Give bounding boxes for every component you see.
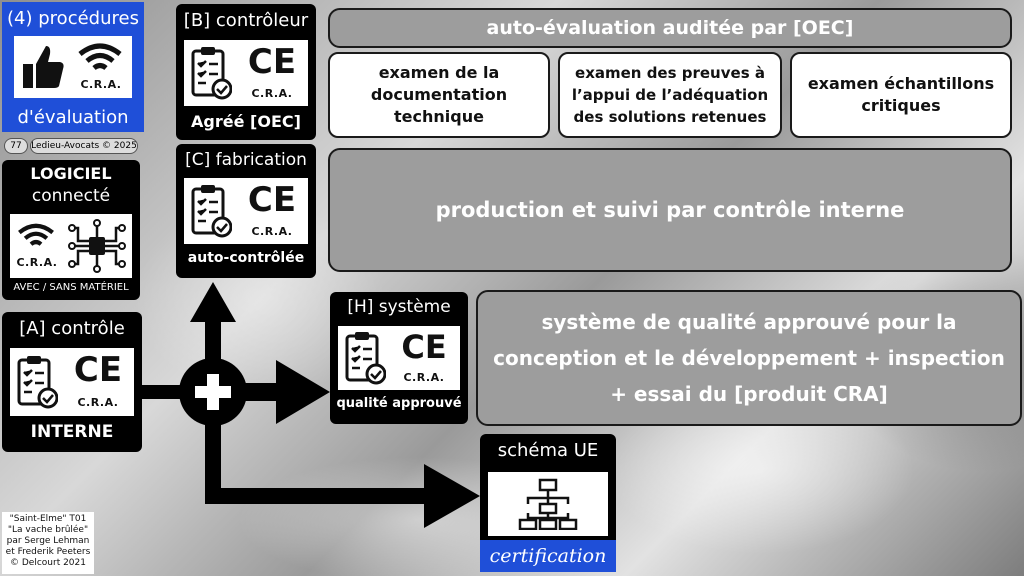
ce-mark: CE	[401, 328, 447, 366]
module-c-card: [C] fabrication CE C.R.A. auto-contrôlée	[176, 144, 316, 278]
copyright-badge: Ledieu-Avocats © 2025	[30, 138, 138, 154]
module-h-icons: CE C.R.A.	[338, 326, 460, 390]
checklist-clipboard-icon	[191, 185, 232, 238]
module-h-title: [H] système	[347, 297, 451, 317]
module-a-footer: INTERNE	[30, 422, 114, 442]
module-c-icons: CE C.R.A.	[184, 178, 308, 244]
checklist-clipboard-icon	[17, 356, 58, 409]
schema-ue-icon-area	[488, 472, 608, 536]
module-a-icons: CE C.R.A.	[10, 348, 134, 416]
auto-evaluation-box: auto-évaluation auditée par [OEC]	[328, 8, 1012, 48]
module-b-icons: CE C.R.A.	[184, 40, 308, 106]
checklist-clipboard-icon	[191, 47, 232, 100]
schema-ue-footer: certification	[480, 540, 616, 572]
module-c-title: [C] fabrication	[185, 150, 307, 170]
arrow-right-to-h	[240, 360, 330, 424]
logiciel-icons: C.R.A.	[10, 214, 132, 278]
logiciel-subtitle: connecté	[31, 186, 111, 206]
module-h-card: [H] système CE C.R.A. qualité approuvé	[330, 292, 468, 424]
module-b-title: [B] contrôleur	[183, 10, 309, 31]
arrow-down-to-schema	[205, 420, 480, 528]
ce-mark: CE	[73, 350, 123, 390]
wifi-icon	[18, 223, 54, 246]
cra-label: C.R.A.	[16, 256, 58, 269]
plus-icon	[195, 374, 231, 410]
cra-label: C.R.A.	[77, 396, 119, 409]
module-b-card: [B] contrôleur CE C.R.A. Agréé [OEC]	[176, 4, 316, 140]
org-chart-icon	[518, 478, 578, 530]
procedures-panel: (4) procédures C.R.A. d'évaluation	[2, 2, 144, 132]
exam-preuves-box: examen des preuves à l’appui de l’adéqua…	[558, 52, 782, 138]
copyright-text: Ledieu-Avocats © 2025	[31, 141, 137, 151]
logiciel-panel: LOGICIEL connecté C.R.A. AVEC / SANS MAT…	[2, 160, 140, 300]
illustration-credit: "Saint-Elme" T01 "La vache brûlée" par S…	[2, 512, 94, 574]
schema-ue-title: schéma UE	[497, 440, 599, 461]
wifi-icon	[78, 43, 122, 71]
exam-echantillons-box: examen échantillons critiques	[790, 52, 1012, 138]
module-a-card: [A] contrôle CE C.R.A. INTERNE	[2, 312, 142, 452]
production-box: production et suivi par contrôle interne	[328, 148, 1012, 272]
module-a-title: [A] contrôle	[19, 318, 125, 339]
module-h-footer: qualité approuvé	[336, 396, 462, 411]
cra-label: C.R.A.	[251, 225, 293, 238]
logiciel-title: LOGICIEL	[30, 164, 112, 183]
logiciel-footer: AVEC / SANS MATÉRIEL	[13, 282, 129, 293]
procedures-subtitle: d'évaluation	[17, 106, 129, 128]
module-c-footer: auto-contrôlée	[187, 250, 305, 266]
circuit-chip-icon	[68, 219, 126, 273]
cra-label: C.R.A.	[403, 371, 445, 384]
quality-system-box: système de qualité approuvé pour la conc…	[476, 290, 1022, 426]
thumbs-up-icon	[23, 46, 64, 88]
page-number: 77	[10, 141, 22, 151]
procedures-icons: C.R.A.	[14, 36, 132, 98]
schema-ue-card: schéma UE certification	[480, 434, 616, 572]
exam-documentation-box: examen de la documentation technique	[328, 52, 550, 138]
ce-mark: CE	[247, 180, 297, 220]
procedures-title: (4) procédures	[7, 7, 139, 29]
ce-mark: CE	[247, 42, 297, 82]
cra-label: C.R.A.	[80, 78, 122, 91]
cra-label: C.R.A.	[251, 87, 293, 100]
checklist-clipboard-icon	[345, 332, 386, 385]
module-b-footer: Agréé [OEC]	[191, 112, 301, 131]
page-number-badge: 77	[4, 138, 28, 154]
